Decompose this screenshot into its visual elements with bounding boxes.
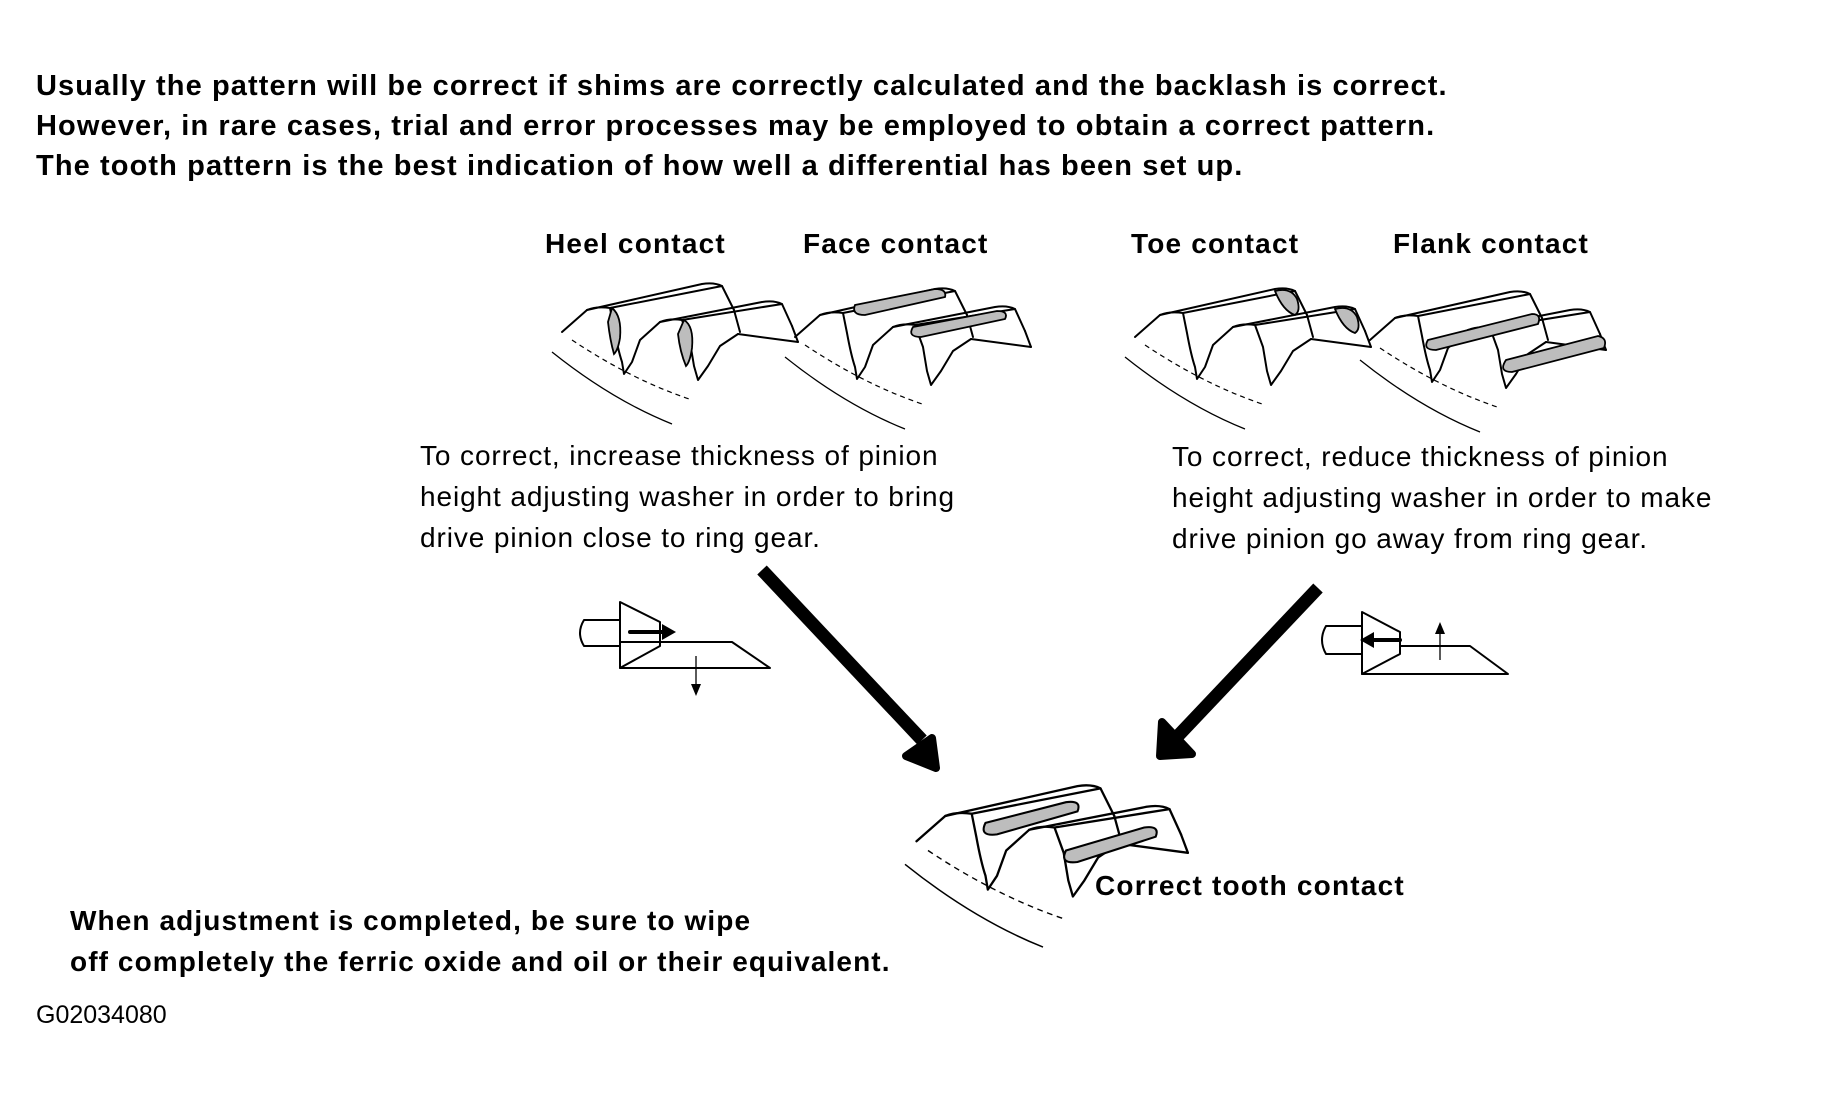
flank-contact-gear-icon bbox=[1359, 290, 1607, 433]
completion-note: When adjustment is completed, be sure to… bbox=[70, 900, 891, 982]
left-instruction-line-3: drive pinion close to ring gear. bbox=[420, 522, 821, 553]
face-contact-gear-icon bbox=[784, 287, 1032, 430]
heel-contact-label: Heel contact bbox=[545, 228, 726, 259]
right-instruction: To correct, reduce thickness of pinion h… bbox=[1172, 436, 1712, 559]
left-arrow-icon bbox=[757, 565, 940, 772]
right-arrow-icon bbox=[1156, 583, 1323, 760]
right-instruction-line-1: To correct, reduce thickness of pinion bbox=[1172, 441, 1669, 472]
toe-contact-label: Toe contact bbox=[1131, 228, 1300, 259]
right-instruction-line-3: drive pinion go away from ring gear. bbox=[1172, 523, 1648, 554]
intro-line-1: Usually the pattern will be correct if s… bbox=[36, 70, 1448, 102]
correct-contact-label: Correct tooth contact bbox=[1095, 870, 1405, 901]
left-instruction-line-1: To correct, increase thickness of pinion bbox=[420, 440, 939, 471]
completion-note-line-2: off completely the ferric oxide and oil … bbox=[70, 946, 891, 977]
face-contact-label: Face contact bbox=[803, 228, 989, 259]
figure-code: G02034080 bbox=[36, 1001, 167, 1029]
intro-line-2: However, in rare cases, trial and error … bbox=[36, 110, 1436, 142]
intro-paragraph: Usually the pattern will be correct if s… bbox=[36, 66, 1448, 186]
pinion-closer-diagram bbox=[579, 601, 771, 696]
left-instruction-line-2: height adjusting washer in order to brin… bbox=[420, 481, 955, 512]
completion-note-line-1: When adjustment is completed, be sure to… bbox=[70, 905, 752, 936]
toe-contact-gear-icon bbox=[1124, 287, 1372, 430]
left-instruction: To correct, increase thickness of pinion… bbox=[420, 435, 955, 558]
heel-contact-gear-icon bbox=[551, 282, 799, 425]
correct-contact-gear-icon bbox=[903, 784, 1190, 949]
flank-contact-label: Flank contact bbox=[1393, 228, 1590, 259]
right-instruction-line-2: height adjusting washer in order to make bbox=[1172, 482, 1713, 513]
intro-line-3: The tooth pattern is the best indication… bbox=[36, 150, 1244, 182]
pinion-away-diagram bbox=[1321, 611, 1509, 675]
